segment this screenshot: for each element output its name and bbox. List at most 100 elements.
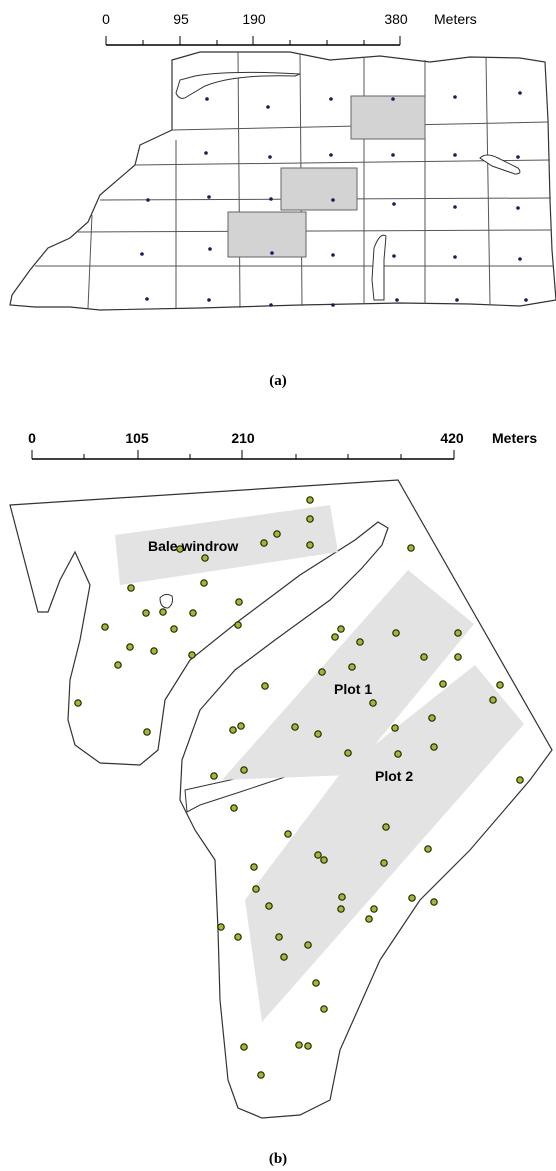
sample-point: [306, 515, 314, 523]
sample-point: [453, 95, 457, 99]
grid-line: [134, 159, 551, 166]
panel-a-scale-bar: 0 95 190 380 Meters: [102, 11, 477, 46]
sample-point: [266, 105, 270, 109]
sample-point: [356, 638, 364, 646]
sample-point: [430, 743, 438, 751]
sample-point: [142, 609, 150, 617]
panel-b-caption: (b): [269, 1151, 287, 1167]
sample-point: [337, 625, 345, 633]
scale-unit: Meters: [434, 11, 477, 27]
label-bale-windrow: Bale windrow: [148, 538, 238, 554]
sample-point: [516, 206, 520, 210]
sample-point: [365, 915, 373, 923]
sample-point: [237, 722, 245, 730]
panel-b-plot-2: [245, 665, 524, 1022]
scale-label-105: 105: [125, 430, 149, 446]
sample-point: [320, 856, 328, 864]
sample-point: [143, 728, 151, 736]
sample-point: [408, 894, 416, 902]
sample-point: [424, 845, 432, 853]
sample-point: [127, 584, 135, 592]
panel-a-channel-left: [175, 71, 301, 99]
sample-point: [240, 1043, 248, 1051]
scale-label-190: 190: [242, 11, 266, 27]
sample-point: [516, 155, 520, 159]
sample-point: [275, 933, 283, 941]
panel-a-sample-points: [140, 91, 528, 307]
sample-point: [391, 153, 395, 157]
sample-point: [306, 496, 314, 504]
sample-point: [208, 247, 212, 251]
sample-point: [150, 647, 158, 655]
sample-point: [391, 724, 399, 732]
sample-point: [280, 953, 288, 961]
sample-point: [234, 933, 242, 941]
scale-unit: Meters: [492, 430, 537, 446]
sample-point: [295, 1041, 303, 1049]
sample-point: [306, 541, 314, 549]
sample-point: [229, 726, 237, 734]
scale-label-420: 420: [440, 430, 464, 446]
sample-point: [380, 859, 388, 867]
sample-point: [430, 898, 438, 906]
sample-point: [428, 714, 436, 722]
sample-point: [516, 776, 524, 784]
sample-point: [407, 544, 415, 552]
sample-point: [284, 830, 292, 838]
panel-b-map: 0 105 210 420 Meters Bale windrow Plot 1…: [9, 430, 553, 1167]
sample-point: [331, 633, 339, 641]
sample-point: [270, 251, 274, 255]
sample-point: [318, 668, 326, 676]
sample-point: [382, 823, 390, 831]
sample-point: [331, 198, 335, 202]
sample-point: [207, 298, 211, 302]
sample-point: [273, 530, 281, 538]
scale-label-0: 0: [28, 430, 36, 446]
sample-point: [207, 195, 211, 199]
sample-point: [260, 539, 268, 547]
sample-point: [269, 303, 273, 307]
panel-b-island: [159, 593, 173, 609]
sample-point: [265, 902, 273, 910]
sample-point: [392, 202, 396, 206]
scale-label-380: 380: [384, 11, 408, 27]
sample-point: [331, 303, 335, 307]
sample-point: [257, 1071, 265, 1079]
panel-b-field-boundary: [9, 479, 553, 1119]
sample-point: [392, 629, 400, 637]
sample-point: [74, 699, 82, 707]
panel-b-scale-bar: 0 105 210 420 Meters: [28, 430, 537, 460]
sample-point: [146, 198, 150, 202]
sample-point: [455, 298, 459, 302]
sample-point: [338, 893, 346, 901]
sample-point: [392, 254, 396, 258]
sample-point: [261, 682, 269, 690]
sample-point: [200, 579, 208, 587]
scale-label-0: 0: [102, 11, 110, 27]
scale-label-95: 95: [173, 11, 189, 27]
sample-point: [489, 696, 497, 704]
sample-point: [217, 923, 225, 931]
sample-point: [304, 1042, 312, 1050]
sample-point: [454, 629, 462, 637]
grid-line: [237, 51, 241, 309]
sample-point: [329, 153, 333, 157]
grid-line: [485, 57, 491, 306]
sample-point: [159, 608, 167, 616]
panel-a-channel-vertical: [371, 234, 387, 301]
sample-point: [391, 97, 395, 101]
panel-b-plot-1: [222, 570, 474, 780]
panel-a-plot-upper: [350, 95, 426, 140]
sample-point: [337, 905, 345, 913]
sample-point: [369, 699, 377, 707]
sample-point: [312, 979, 320, 987]
grid-line: [87, 214, 93, 309]
sample-point: [269, 197, 273, 201]
sample-point: [268, 155, 272, 159]
sample-point: [140, 252, 144, 256]
sample-point: [314, 851, 322, 859]
sample-point: [189, 609, 197, 617]
sample-point: [518, 91, 522, 95]
sample-point: [496, 681, 504, 689]
